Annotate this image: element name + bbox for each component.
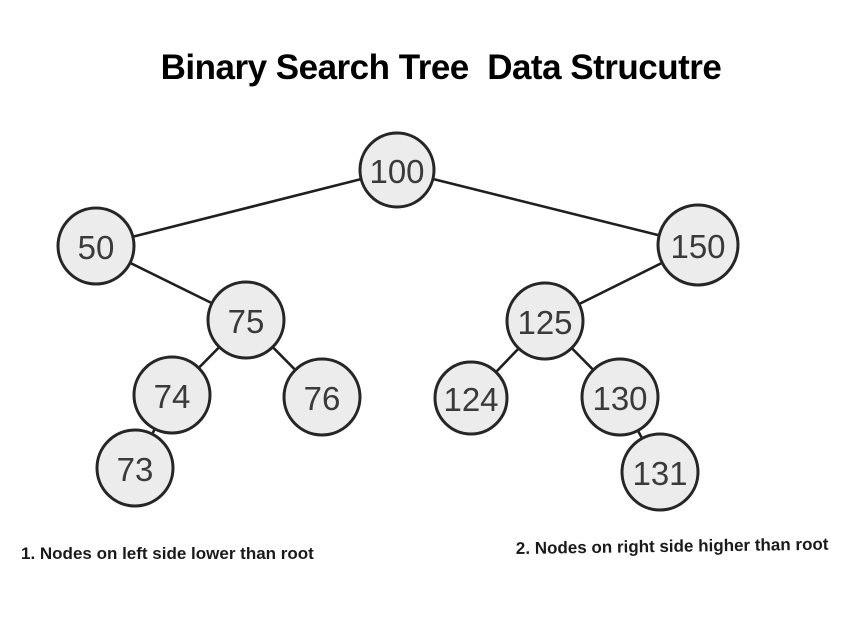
tree-node-124: 124: [433, 360, 509, 436]
tree-node-label-75: 75: [228, 303, 265, 340]
tree-node-74: 74: [132, 355, 212, 435]
tree-node-50: 50: [56, 206, 136, 286]
tree-node-125: 125: [505, 281, 585, 361]
tree-node-73: 73: [95, 428, 175, 508]
tree-node-76: 76: [282, 357, 362, 437]
tree-node-circle-100: [358, 131, 436, 209]
tree-node-circle-75: [206, 280, 286, 360]
tree-node-label-74: 74: [154, 378, 191, 415]
tree-node-label-100: 100: [369, 153, 424, 190]
caption-left-rule: 1. Nodes on left side lower than root: [21, 544, 314, 563]
tree-node-label-124: 124: [443, 381, 498, 418]
tree-node-75: 75: [206, 280, 286, 360]
tree-node-label-130: 130: [592, 380, 647, 417]
tree-node-circle-131: [620, 432, 700, 512]
page-title: Binary Search Tree Data Strucutre: [160, 48, 722, 87]
tree-node-circle-130: [580, 357, 660, 437]
tree-node-label-150: 150: [670, 228, 725, 265]
tree-node-circle-74: [132, 355, 212, 435]
tree-node-circle-124: [433, 360, 509, 436]
tree-node-label-76: 76: [304, 380, 341, 417]
tree-node-label-50: 50: [78, 229, 115, 266]
tree-node-label-131: 131: [632, 455, 687, 492]
tree-node-131: 131: [620, 432, 700, 512]
tree-node-label-73: 73: [117, 451, 154, 488]
tree-node-150: 150: [656, 203, 740, 287]
tree-edge-100-150: [396, 168, 699, 247]
tree-node-circle-76: [282, 357, 362, 437]
tree-node-circle-50: [56, 206, 136, 286]
tree-edge-100-50: [95, 168, 398, 248]
tree-node-circle-125: [505, 281, 585, 361]
tree-node-130: 130: [580, 357, 660, 437]
tree-node-label-125: 125: [517, 304, 572, 341]
tree-node-100: 100: [358, 131, 436, 209]
tree-node-circle-73: [95, 428, 175, 508]
tree-node-circle-150: [656, 203, 740, 287]
